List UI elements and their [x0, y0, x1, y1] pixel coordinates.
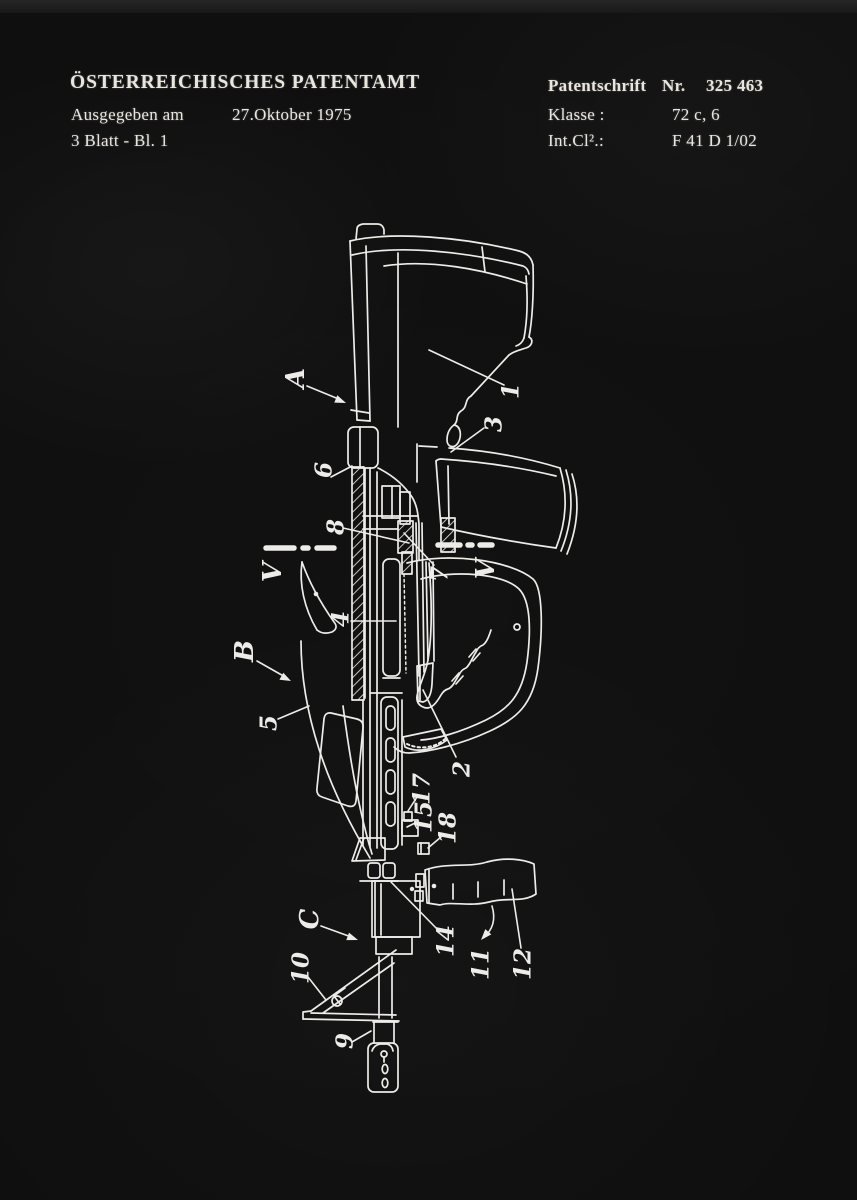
- figure-label-9: 9: [332, 1033, 359, 1049]
- issued-date: 27.Oktober 1975: [232, 105, 352, 124]
- arrowhead-C: [346, 932, 358, 941]
- intcl-value: F 41 D 1/02: [672, 131, 758, 150]
- sheet-info: 3 Blatt - Bl. 1: [71, 131, 169, 150]
- trigger: [416, 662, 434, 703]
- magazine-floorplate: [560, 469, 572, 552]
- figure-label-1: 1: [498, 383, 525, 399]
- figure-label-8: 8: [323, 519, 350, 536]
- figure-label-10: 10: [288, 952, 315, 984]
- figure-label-2: 2: [449, 761, 476, 778]
- upper-receiver: [347, 426, 456, 849]
- figure-label-7: 7: [427, 566, 454, 582]
- vent-slot: [385, 737, 396, 763]
- bolt-carrier: [369, 522, 425, 694]
- front-grip: [424, 858, 537, 906]
- section-mark-left: V: [258, 559, 288, 582]
- issued-label: Ausgegeben am: [71, 105, 184, 124]
- intcl-label: Int.Cl².:: [548, 131, 604, 150]
- leader-lines: [256, 349, 522, 1043]
- klasse-value: 72 c, 6: [672, 105, 720, 124]
- muzzle: [367, 1021, 399, 1093]
- magazine: [435, 447, 578, 555]
- flash-hider: [367, 1042, 399, 1093]
- arrowhead-A: [334, 395, 346, 403]
- gas-block: [351, 837, 399, 882]
- buttstock: [349, 223, 535, 448]
- figure-label-11: 11: [468, 948, 495, 980]
- section-mark-right: V: [471, 556, 501, 579]
- guard-pin: [513, 623, 521, 631]
- figure-label-12: 12: [510, 948, 537, 980]
- patent-office-name: ÖSTERREICHISCHES PATENTAMT: [70, 72, 421, 93]
- barrel-shroud: [362, 696, 430, 855]
- figure-label-14: 14: [433, 925, 460, 957]
- arrowhead-B: [279, 672, 291, 681]
- arrowhead-11: [481, 929, 492, 940]
- figure-label-4: 4: [328, 611, 355, 627]
- vent-slot: [385, 705, 396, 731]
- stock-body: [300, 561, 373, 859]
- klasse-label: Klasse :: [548, 105, 605, 124]
- pistol-grip: [416, 562, 492, 709]
- figure-label-A: A: [281, 368, 311, 391]
- section-line-marks: [263, 542, 495, 551]
- patentschrift-label: Patentschrift: [548, 76, 647, 95]
- vent-slot: [385, 769, 396, 795]
- barrel: [378, 956, 393, 1019]
- figure-label-C: C: [295, 908, 325, 929]
- figure-label-17: 17: [409, 773, 436, 805]
- figure-label-5: 5: [256, 715, 283, 731]
- figure-label-B: B: [230, 640, 260, 663]
- figure-labels: A 1 3 6 8 7 V V 4 B 5 2 17 15 18 C 14 11…: [230, 368, 537, 1049]
- page-top-edge: [0, 0, 857, 13]
- figure-label-18: 18: [435, 812, 462, 844]
- trigger-guard: [393, 557, 543, 754]
- nr-label: Nr.: [662, 76, 686, 95]
- patent-number: 325 463: [706, 76, 764, 95]
- figure-label-15: 15: [411, 801, 438, 833]
- front-receiver-block: [371, 873, 425, 955]
- sling-swivel: [417, 842, 430, 855]
- figure-label-3: 3: [481, 416, 508, 432]
- front-sight-base: [302, 949, 400, 1022]
- figure-label-6: 6: [311, 462, 338, 478]
- vent-slot: [385, 801, 396, 827]
